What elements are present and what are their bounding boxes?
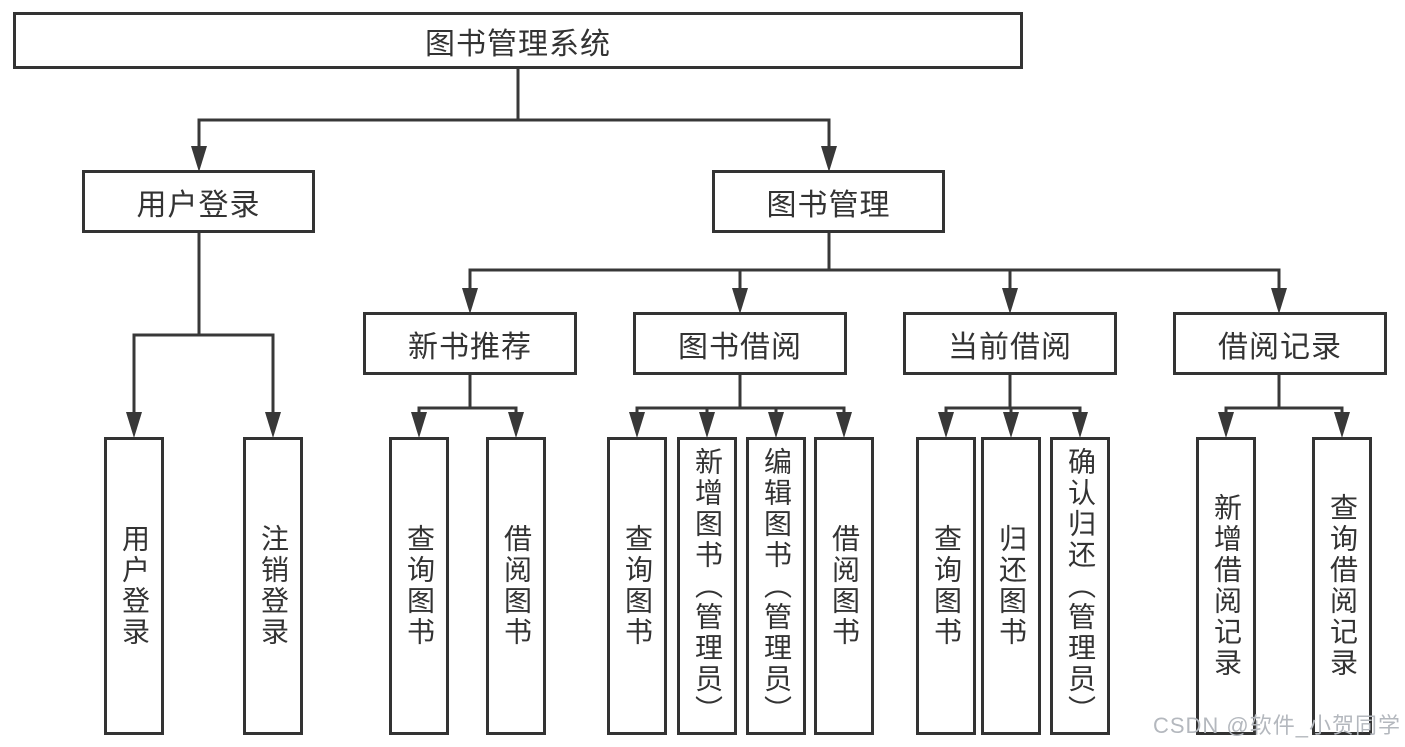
leaf-user-login: 用户登录	[104, 437, 164, 735]
node-root-label: 图书管理系统	[425, 27, 611, 61]
leaf-query-borrow-record-label: 查询借阅记录	[1327, 493, 1358, 679]
node-user-login-label: 用户登录	[136, 188, 261, 222]
leaf-user-login-label: 用户登录	[119, 524, 150, 648]
leaf-borrow-books-recommend-label: 借阅图书	[501, 524, 532, 648]
leaf-confirm-return-admin: 确认归还（管理员）	[1050, 437, 1110, 735]
leaf-borrow-books-recommend: 借阅图书	[486, 437, 546, 735]
node-current-borrowing-label: 当前借阅	[948, 330, 1072, 364]
leaf-query-books-current: 查询图书	[916, 437, 976, 735]
leaf-query-books-recommend: 查询图书	[389, 437, 449, 735]
node-new-book-recommend: 新书推荐	[363, 312, 577, 375]
leaf-add-books-admin-label: 新增图书（管理员）	[692, 446, 723, 726]
node-new-book-recommend-label: 新书推荐	[408, 330, 532, 364]
leaf-return-books: 归还图书	[981, 437, 1041, 735]
leaf-add-borrow-record-label: 新增借阅记录	[1211, 493, 1242, 679]
leaf-query-books-borrowing-label: 查询图书	[622, 524, 653, 648]
leaf-edit-books-admin-label: 编辑图书（管理员）	[761, 446, 792, 726]
leaf-logout: 注销登录	[243, 437, 303, 735]
leaf-confirm-return-admin-label: 确认归还（管理员）	[1065, 446, 1096, 726]
leaf-borrow-books: 借阅图书	[814, 437, 874, 735]
leaf-logout-label: 注销登录	[258, 524, 289, 648]
node-borrowing-records-label: 借阅记录	[1218, 330, 1342, 364]
node-book-management-label: 图书管理	[766, 188, 891, 222]
leaf-edit-books-admin: 编辑图书（管理员）	[746, 437, 806, 735]
leaf-borrow-books-label: 借阅图书	[829, 524, 860, 648]
leaf-return-books-label: 归还图书	[996, 524, 1027, 648]
node-book-management: 图书管理	[712, 170, 945, 233]
leaf-query-books-current-label: 查询图书	[931, 524, 962, 648]
leaf-query-books-borrowing: 查询图书	[607, 437, 667, 735]
node-borrowing-records: 借阅记录	[1173, 312, 1387, 375]
node-root-system: 图书管理系统	[13, 12, 1023, 69]
node-book-borrowing: 图书借阅	[633, 312, 847, 375]
leaf-query-borrow-record: 查询借阅记录	[1312, 437, 1372, 735]
node-user-login: 用户登录	[82, 170, 315, 233]
leaf-add-books-admin: 新增图书（管理员）	[677, 437, 737, 735]
leaf-query-books-recommend-label: 查询图书	[404, 524, 435, 648]
node-current-borrowing: 当前借阅	[903, 312, 1117, 375]
watermark-text: CSDN @软件_小贺同学	[1152, 713, 1401, 738]
node-book-borrowing-label: 图书借阅	[678, 330, 802, 364]
leaf-add-borrow-record: 新增借阅记录	[1196, 437, 1256, 735]
